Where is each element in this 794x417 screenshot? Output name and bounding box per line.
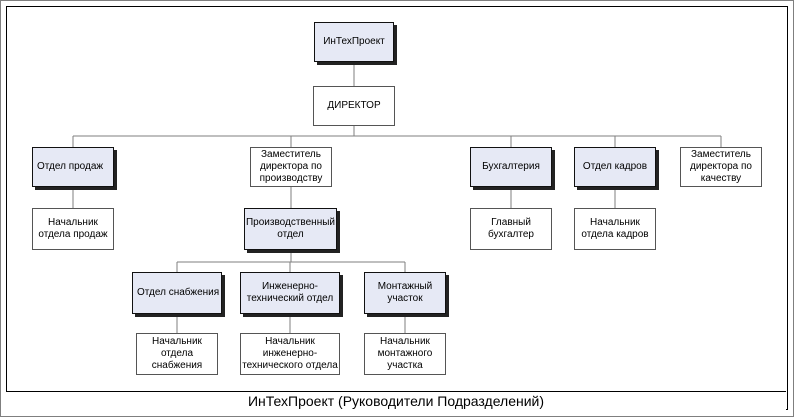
- chief-accountant-box: Главный бухгалтер: [470, 208, 552, 250]
- engineering-head-box: Начальник инженерно- технического отдела: [240, 333, 340, 375]
- installation-head-box: Начальник монтажного участка: [364, 333, 446, 375]
- supply-head-box: Начальник отдела снабжения: [136, 333, 218, 375]
- installation-dept-box: Монтажный участок: [364, 272, 446, 314]
- company-box: ИнТехПроект: [314, 22, 394, 62]
- deputy-quality-box: Заместитель директора по качеству: [680, 147, 762, 187]
- sales-dept-box: Отдел продаж: [32, 147, 114, 187]
- engineering-dept-box: Инженерно- технический отдел: [240, 272, 340, 314]
- diagram-caption: ИнТехПроект (Руководители Подразделений): [6, 391, 786, 410]
- sales-head-box: Начальник отдела продаж: [32, 208, 114, 250]
- accounting-box: Бухгалтерия: [470, 147, 552, 187]
- production-dept-box: Производственный отдел: [244, 208, 337, 250]
- deputy-production-box: Заместитель директора по производству: [250, 147, 332, 187]
- supply-dept-box: Отдел снабжения: [132, 272, 222, 314]
- director-box: ДИРЕКТОР: [313, 86, 395, 126]
- hr-head-box: Начальник отдела кадров: [574, 208, 656, 250]
- hr-dept-box: Отдел кадров: [574, 147, 656, 187]
